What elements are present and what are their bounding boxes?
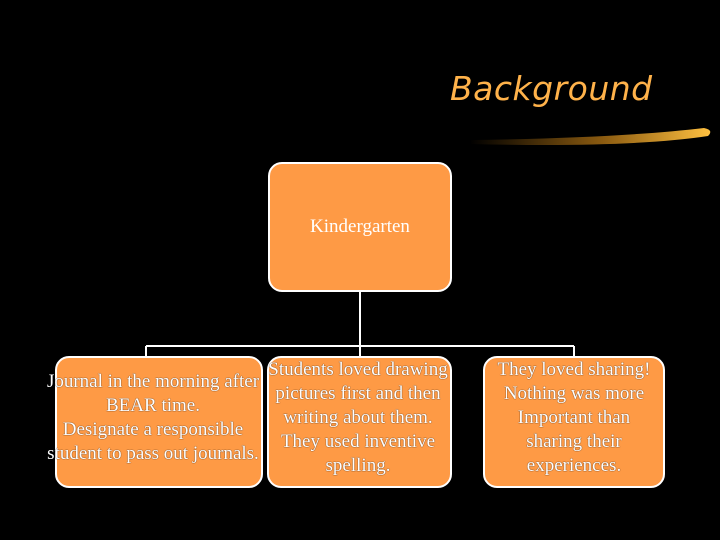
text-line: Students loved drawing	[268, 359, 448, 380]
text-line: pictures first and then	[275, 383, 441, 404]
child-node-sharing	[483, 356, 665, 488]
root-node-label: Kindergarten	[310, 216, 410, 237]
text-line: They loved sharing!	[497, 359, 651, 380]
child-node-journal-text: Journal in the morning after BEAR time. …	[18, 370, 288, 466]
text-line: They used inventive	[280, 431, 436, 452]
text-line: Journal in the morning after	[46, 371, 260, 392]
text-line: BEAR time.	[106, 395, 200, 416]
text-line: Designate a responsible	[62, 419, 244, 440]
text-line: writing about them.	[283, 407, 433, 428]
text-line: Important than	[517, 407, 631, 428]
child-node-drawing	[267, 356, 452, 488]
text-line: Nothing was more	[503, 383, 645, 404]
text-line: sharing their	[526, 431, 622, 452]
child-node-sharing-text: They loved sharing! Nothing was more Imp…	[478, 358, 670, 478]
slide-title: Background	[450, 69, 653, 108]
text-line: spelling.	[325, 455, 391, 476]
child-node-journal	[55, 356, 263, 488]
root-node	[268, 162, 452, 292]
text-line: experiences.	[526, 455, 622, 476]
title-underline	[470, 122, 714, 152]
child-node-drawing-text: Students loved drawing pictures first an…	[250, 358, 466, 478]
text-line: student to pass out journals.	[47, 443, 259, 464]
